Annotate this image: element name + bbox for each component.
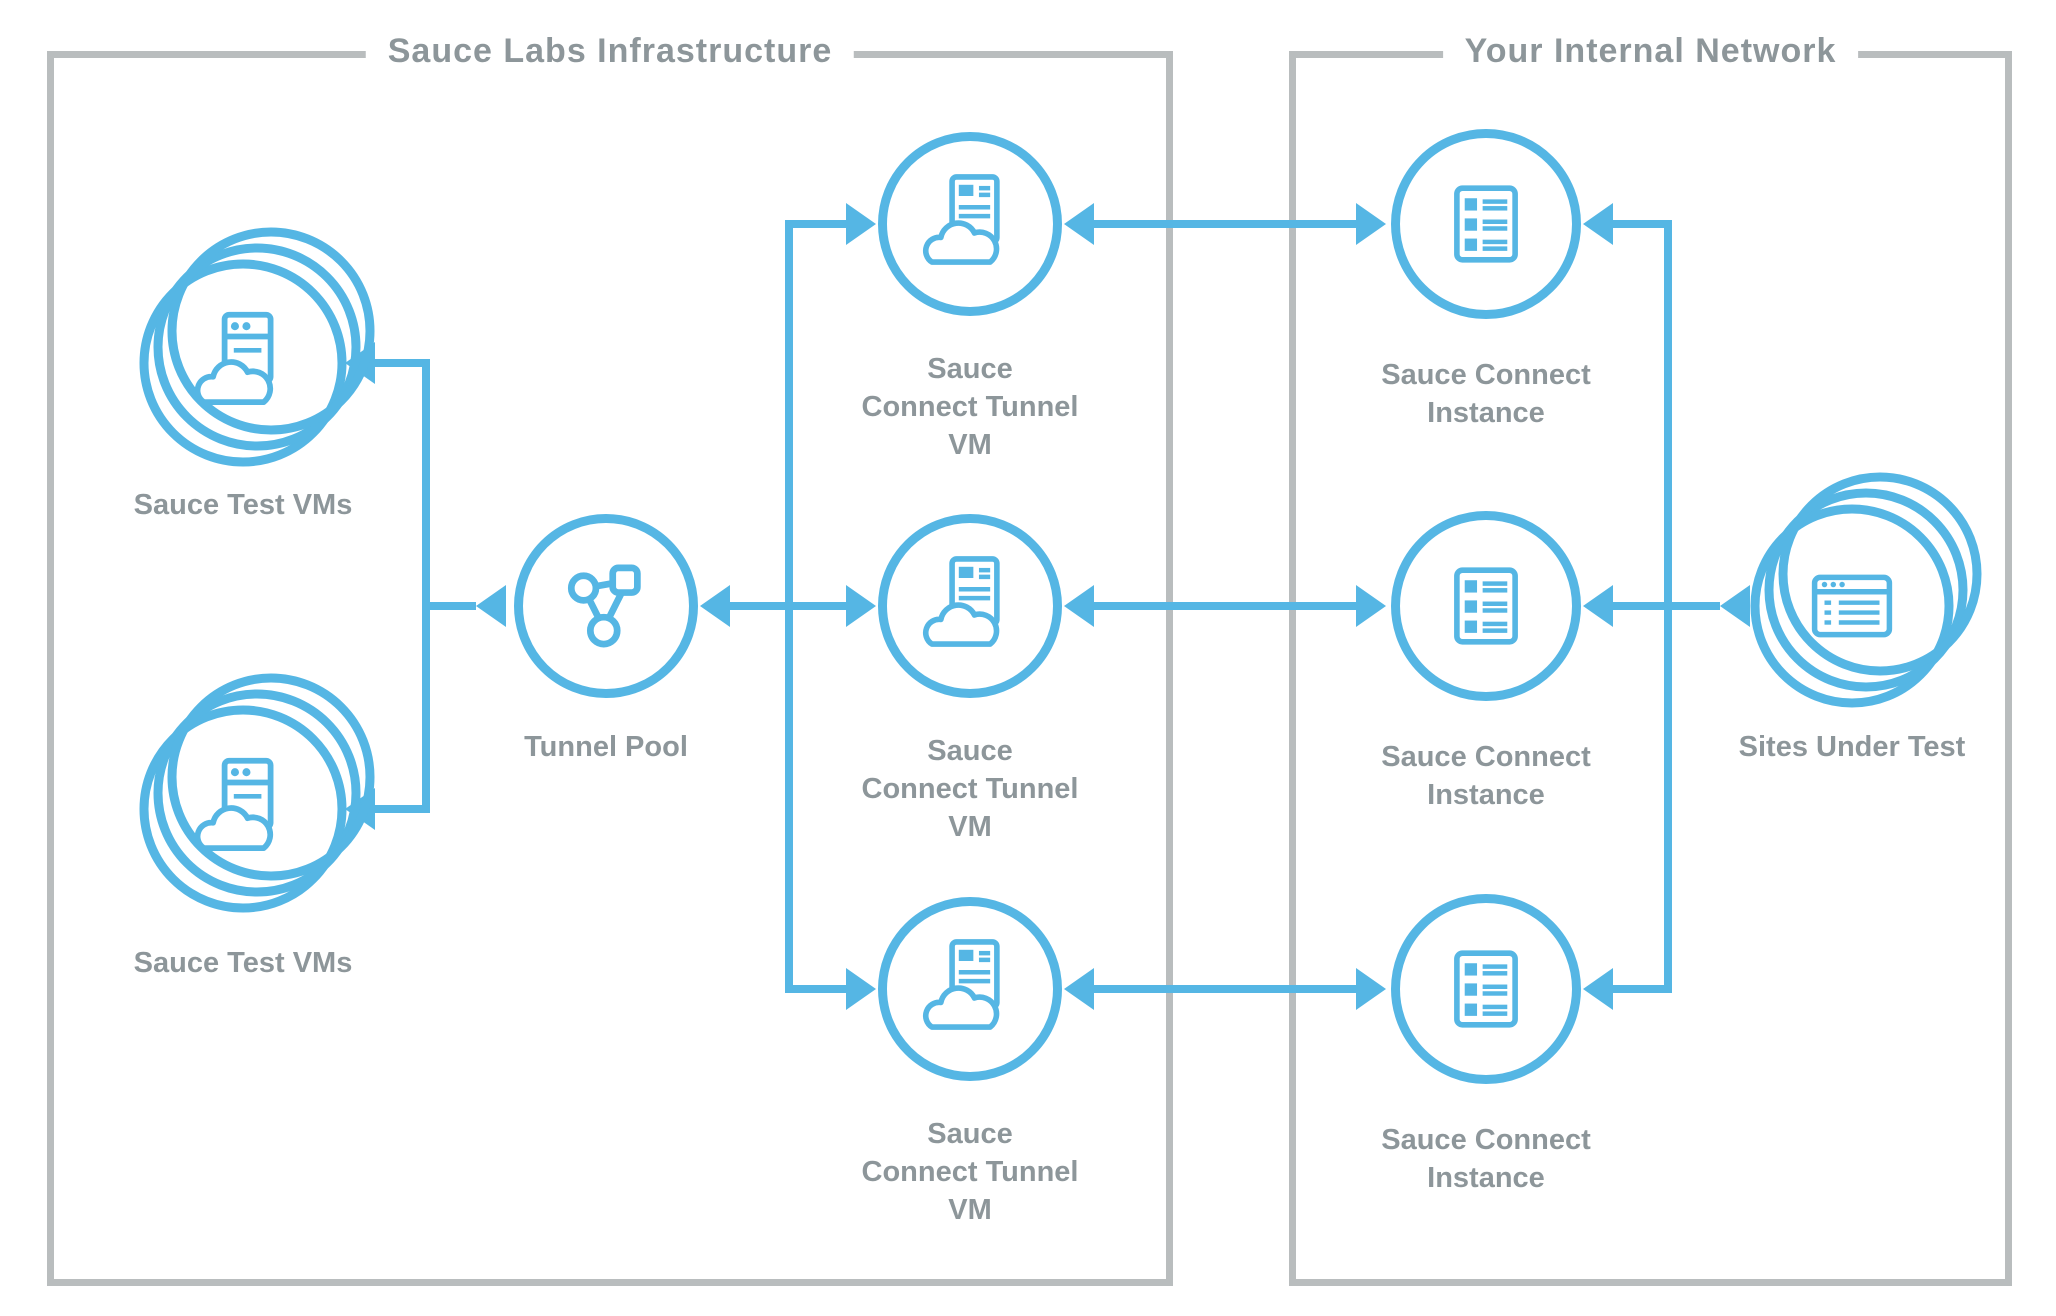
node-sauce-test-vms-top <box>139 227 375 467</box>
connector-line-vertical-right <box>1664 220 1672 993</box>
connector-line-row-3 <box>1094 985 1356 993</box>
connector-line-row-2 <box>1094 602 1356 610</box>
node-sauce-connect-instance-1 <box>1391 129 1581 319</box>
label-tunnel-vm-1: Sauce Connect Tunnel VM <box>861 353 1079 461</box>
arrowhead-into-tunnel-vm-2 <box>846 585 876 627</box>
connector-line <box>1613 220 1668 228</box>
arrowhead-into-tunnel-vm-1-right <box>1064 203 1094 245</box>
connector-line <box>1613 602 1668 610</box>
label-tunnel-pool: Tunnel Pool <box>524 731 688 763</box>
connector-line <box>793 985 846 993</box>
arrowhead-into-tunnel-vm-1 <box>846 203 876 245</box>
server-rack-icon <box>1454 567 1518 645</box>
connector-line <box>430 602 476 610</box>
arrowhead-into-tunnel-vm-3 <box>846 968 876 1010</box>
cloud-server-icon <box>194 311 274 405</box>
arrowhead-into-instance-1 <box>1356 203 1386 245</box>
connector-line <box>1672 602 1720 610</box>
server-rack-icon <box>1454 185 1518 263</box>
node-tunnel-vm-1 <box>878 132 1062 316</box>
cloud-document-icon <box>923 556 1000 647</box>
label-tunnel-vm-3: Sauce Connect Tunnel VM <box>861 1118 1079 1226</box>
node-sauce-connect-instance-2 <box>1391 511 1581 701</box>
connector-line <box>375 805 430 813</box>
cloud-document-icon <box>923 174 1000 265</box>
label-tunnel-vm-2: Sauce Connect Tunnel VM <box>861 735 1079 843</box>
node-tunnel-pool <box>514 514 698 698</box>
connector-line-vertical-left <box>422 359 430 813</box>
connector-line-row-1 <box>1094 220 1356 228</box>
server-rack-icon <box>1454 950 1518 1028</box>
label-sauce-connect-instance-2: Sauce Connect Instance <box>1381 741 1591 811</box>
network-nodes-icon <box>567 564 641 648</box>
connector-line <box>1613 985 1668 993</box>
arrowhead-into-instance-1-right <box>1583 203 1613 245</box>
arrowhead-into-tunnel-vm-3-right <box>1064 968 1094 1010</box>
label-sauce-test-vms-bottom: Sauce Test VMs <box>133 947 353 979</box>
cloud-server-icon <box>194 757 274 851</box>
your-internal-network-title: Your Internal Network <box>1442 32 1859 71</box>
node-tunnel-vm-3 <box>878 897 1062 1081</box>
connector-line-vertical-middle <box>785 220 793 993</box>
node-sauce-test-vms-bottom <box>139 673 375 913</box>
arrowhead-from-sites-under-test <box>1720 585 1750 627</box>
browser-window-icon <box>1811 574 1893 638</box>
arrowhead-into-tunnel-pool <box>700 585 730 627</box>
arrowhead-into-tunnel-vm-2-right <box>1064 585 1094 627</box>
arrowhead-into-instance-3-right <box>1583 968 1613 1010</box>
cloud-document-icon <box>923 939 1000 1030</box>
node-tunnel-vm-2 <box>878 514 1062 698</box>
arrowhead-into-instance-2-right <box>1583 585 1613 627</box>
label-sauce-connect-instance-3: Sauce Connect Instance <box>1381 1124 1591 1194</box>
arrowhead-from-tunnel-pool <box>476 585 506 627</box>
node-sauce-connect-instance-3 <box>1391 894 1581 1084</box>
connector-line <box>793 220 846 228</box>
connector-line <box>730 602 789 610</box>
connector-line <box>375 359 430 367</box>
label-sites-under-test: Sites Under Test <box>1738 731 1966 763</box>
arrowhead-into-instance-3 <box>1356 968 1386 1010</box>
sauce-labs-infrastructure-box: Sauce Labs Infrastructure <box>47 32 1173 1286</box>
node-sites-under-test <box>1750 472 1982 708</box>
label-sauce-test-vms-top: Sauce Test VMs <box>133 489 353 521</box>
sauce-labs-infrastructure-title: Sauce Labs Infrastructure <box>365 32 855 71</box>
arrowhead-into-instance-2 <box>1356 585 1386 627</box>
label-sauce-connect-instance-1: Sauce Connect Instance <box>1381 359 1591 429</box>
your-internal-network-box: Your Internal Network <box>1289 32 2012 1286</box>
connector-line <box>793 602 846 610</box>
